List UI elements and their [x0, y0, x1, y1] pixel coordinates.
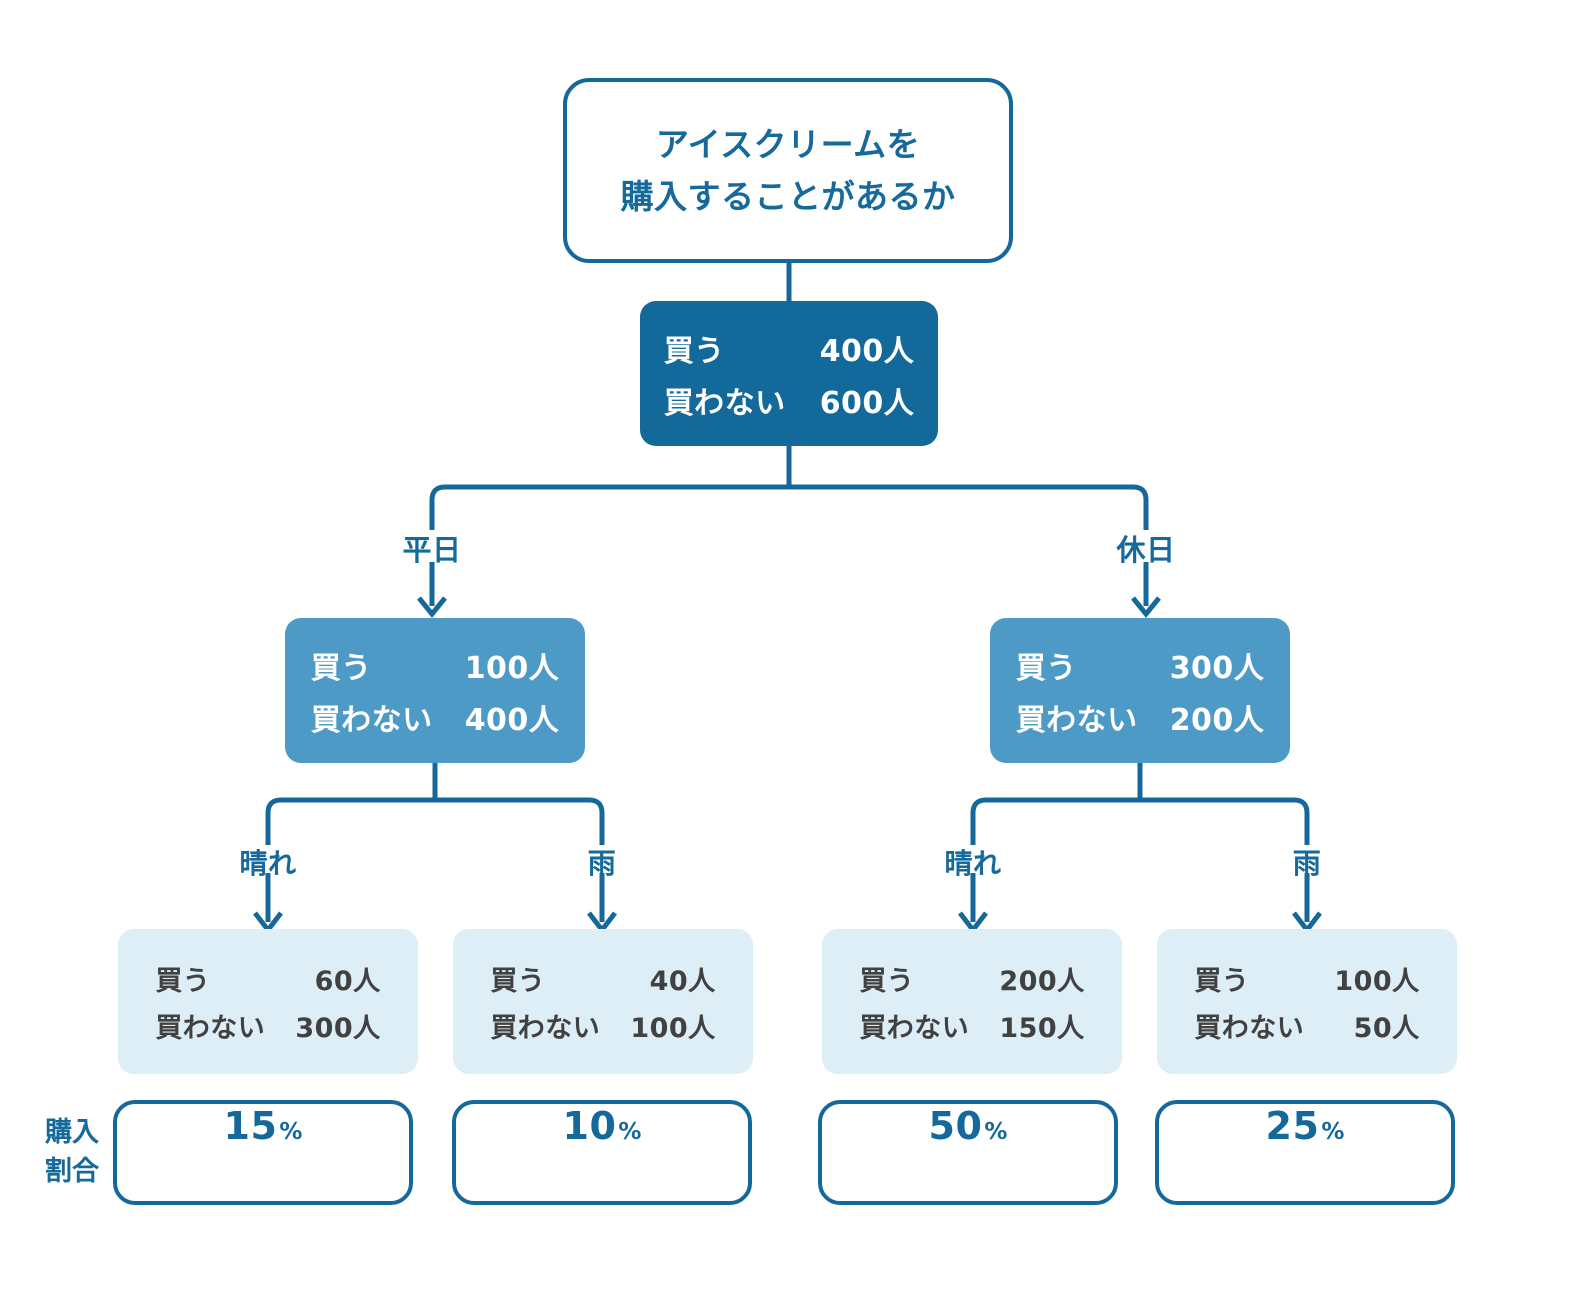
leaf-nobuy-label: 買わない: [859, 1012, 970, 1044]
root-question-line-2: 購入することがあるか: [620, 176, 956, 216]
total-buy-label: 買う: [663, 333, 725, 369]
percent-sign: %: [1321, 1119, 1345, 1145]
leaf-nobuy-label: 買わない: [490, 1012, 601, 1044]
percent-sign: %: [984, 1119, 1008, 1145]
holiday-buy-label: 買う: [1015, 650, 1077, 686]
branch-label-weekday: 平日: [402, 533, 462, 567]
leaf-nobuy-value: 100人: [630, 1012, 716, 1044]
weekday-buy-value: 100人: [464, 650, 560, 686]
leaf-stats: 買う 200人 買わない 150人: [859, 959, 1084, 1045]
branch-label-rain-holiday: 雨: [1292, 847, 1322, 880]
leaf-buy-label: 買う: [1194, 965, 1250, 997]
total-nobuy-value: 600人: [819, 385, 915, 421]
purchase-rate-box-holiday-sunny[interactable]: 50 %: [818, 1100, 1118, 1205]
leaf-buy-label: 買う: [155, 965, 211, 997]
purchase-rate-value: 15: [223, 1104, 278, 1148]
weekday-stats: 買う 100人 買わない 400人: [311, 643, 560, 739]
leaf-buy-value: 40人: [649, 965, 716, 997]
arrowhead-sunny-right: [958, 911, 988, 935]
arrowhead-weekday: [417, 596, 447, 618]
leaf-buy-label: 買う: [859, 965, 915, 997]
leaf-stats: 買う 60人 買わない 300人: [155, 959, 380, 1045]
purchase-rate-box-holiday-rain[interactable]: 25 %: [1155, 1100, 1455, 1205]
leaf-nobuy-value: 300人: [295, 1012, 381, 1044]
purchase-rate-value: 25: [1265, 1104, 1320, 1148]
leaf-buy-label: 買う: [490, 965, 546, 997]
bracket-level1: [429, 484, 1149, 530]
purchase-rate-caption-line-2: 割合: [45, 1156, 99, 1188]
bracket-level2-right: [970, 797, 1310, 845]
branch-label-sunny-holiday: 晴れ: [944, 847, 1002, 880]
percent-sign: %: [279, 1119, 303, 1145]
leaf-nobuy-label: 買わない: [1194, 1012, 1305, 1044]
branch-label-holiday: 休日: [1116, 533, 1176, 567]
total-stats-node[interactable]: 買う 400人 買わない 600人: [640, 301, 938, 446]
purchase-rate-box-weekday-sunny[interactable]: 15 %: [113, 1100, 413, 1205]
total-stats: 買う 400人 買わない 600人: [664, 326, 915, 422]
arrowhead-rain-left: [587, 911, 617, 935]
branch-label-sunny-weekday: 晴れ: [239, 847, 297, 880]
leaf-buy-value: 200人: [999, 965, 1085, 997]
percent-sign: %: [618, 1119, 642, 1145]
leaf-node-holiday-rain[interactable]: 買う 100人 買わない 50人: [1157, 929, 1457, 1074]
leaf-nobuy-value: 150人: [999, 1012, 1085, 1044]
root-question-line-1: アイスクリームを: [655, 125, 921, 165]
holiday-stats: 買う 300人 買わない 200人: [1016, 643, 1265, 739]
root-question-node[interactable]: アイスクリームを 購入することがあるか: [563, 78, 1013, 263]
leaf-stats: 買う 100人 買わない 50人: [1194, 959, 1419, 1045]
weekday-nobuy-label: 買わない: [310, 702, 433, 738]
leaf-node-holiday-sunny[interactable]: 買う 200人 買わない 150人: [822, 929, 1122, 1074]
weekday-buy-label: 買う: [310, 650, 372, 686]
leaf-stats: 買う 40人 買わない 100人: [490, 959, 715, 1045]
holiday-stats-node[interactable]: 買う 300人 買わない 200人: [990, 618, 1290, 763]
purchase-rate-caption: 購入 割合: [36, 1113, 108, 1191]
holiday-buy-value: 300人: [1169, 650, 1265, 686]
total-nobuy-label: 買わない: [663, 385, 786, 421]
leaf-buy-value: 100人: [1334, 965, 1420, 997]
arrowhead-rain-right: [1292, 911, 1322, 935]
total-buy-value: 400人: [819, 333, 915, 369]
purchase-rate-value: 50: [928, 1104, 983, 1148]
holiday-nobuy-label: 買わない: [1015, 702, 1138, 738]
purchase-rate-box-weekday-rain[interactable]: 10 %: [452, 1100, 752, 1205]
purchase-rate-caption-line-1: 購入: [45, 1117, 99, 1148]
leaf-nobuy-label: 買わない: [155, 1012, 266, 1044]
arrowhead-sunny-left: [253, 911, 283, 935]
branch-label-rain-weekday: 雨: [587, 847, 617, 880]
leaf-node-weekday-sunny[interactable]: 買う 60人 買わない 300人: [118, 929, 418, 1074]
weekday-stats-node[interactable]: 買う 100人 買わない 400人: [285, 618, 585, 763]
purchase-rate-value: 10: [562, 1104, 617, 1148]
leaf-nobuy-value: 50人: [1353, 1012, 1420, 1044]
leaf-node-weekday-rain[interactable]: 買う 40人 買わない 100人: [453, 929, 753, 1074]
arrowhead-holiday: [1131, 596, 1161, 618]
weekday-nobuy-value: 400人: [464, 702, 560, 738]
leaf-buy-value: 60人: [314, 965, 381, 997]
bracket-level2-left: [265, 797, 605, 845]
holiday-nobuy-value: 200人: [1169, 702, 1265, 738]
